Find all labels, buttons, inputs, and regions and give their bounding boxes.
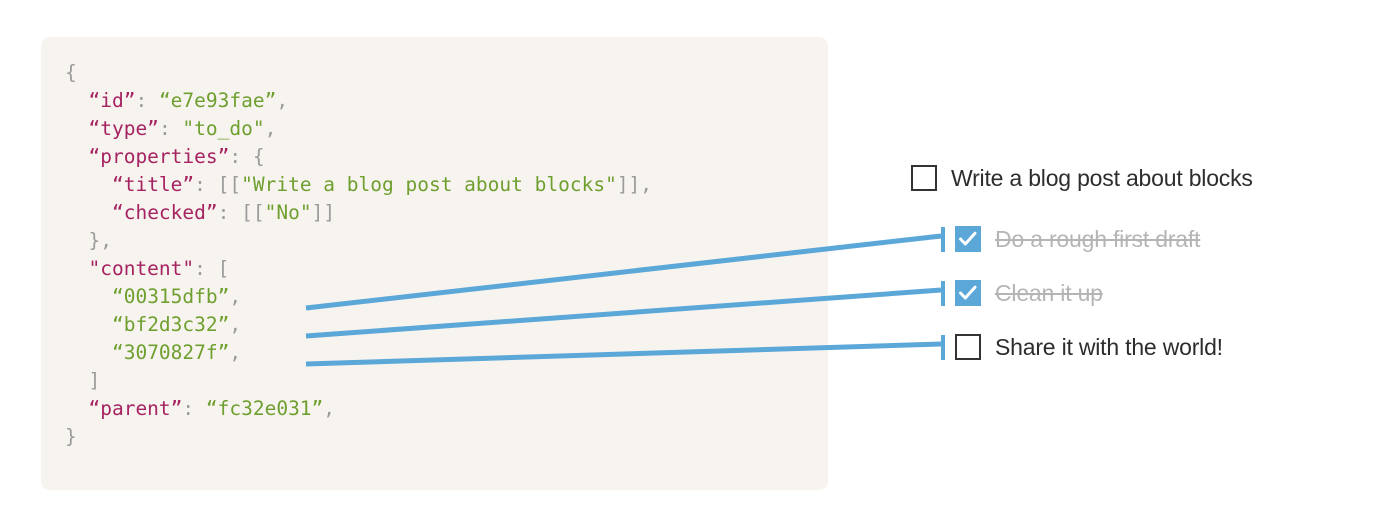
code-token: { — [252, 145, 265, 168]
code-line: }, — [65, 227, 652, 255]
code-line: “bf2d3c32”, — [65, 311, 652, 339]
todo-item-label: Share it with the world! — [995, 333, 1223, 360]
code-line: } — [65, 423, 652, 451]
code-line: “id”: “e7e93fae”, — [65, 87, 652, 115]
code-token: , — [276, 89, 289, 112]
code-token: “fc32e031” — [205, 397, 324, 420]
code-token: [ — [217, 257, 230, 280]
connector-endpoint-tick — [941, 226, 945, 252]
code-token: : — [135, 89, 159, 112]
connector-endpoint-tick — [941, 334, 945, 360]
code-token: "Write a blog post about blocks" — [241, 173, 617, 196]
checkbox-unchecked-icon[interactable] — [911, 165, 937, 191]
code-token: “e7e93fae” — [158, 89, 277, 112]
todo-item[interactable]: Clean it up — [941, 275, 1103, 311]
code-token: [[ — [217, 173, 242, 196]
code-token: : — [182, 397, 206, 420]
code-token: : — [217, 201, 242, 224]
code-token: “id” — [88, 89, 136, 112]
code-token — [65, 173, 112, 196]
code-token: , — [323, 397, 336, 420]
code-token: “bf2d3c32” — [111, 313, 230, 336]
checkmark-icon — [959, 285, 977, 300]
checkbox-checked-icon[interactable] — [955, 226, 981, 252]
code-token: “checked” — [111, 201, 218, 224]
code-line: “3070827f”, — [65, 339, 652, 367]
code-token — [65, 341, 112, 364]
code-token: , — [264, 117, 277, 140]
code-line: “00315dfb”, — [65, 283, 652, 311]
code-line: “checked”: [["No"]] — [65, 199, 652, 227]
code-token: { — [65, 61, 77, 84]
code-token: "No" — [264, 201, 312, 224]
code-token: , — [229, 285, 242, 308]
todo-item-label: Do a rough first draft — [995, 225, 1201, 252]
code-token: "content" — [88, 257, 195, 280]
code-line: “properties”: { — [65, 143, 652, 171]
checkbox-checked-icon[interactable] — [955, 280, 981, 306]
code-token: "to_do" — [182, 117, 265, 140]
code-line: “type”: "to_do", — [65, 115, 652, 143]
code-token: “3070827f” — [111, 341, 230, 364]
code-token — [65, 201, 112, 224]
code-token: : — [194, 173, 218, 196]
code-token: “properties” — [88, 145, 230, 168]
code-token: “00315dfb” — [111, 285, 230, 308]
todo-item-label: Write a blog post about blocks — [951, 164, 1253, 191]
code-line: “parent”: “fc32e031”, — [65, 395, 652, 423]
code-line: “title”: [["Write a blog post about bloc… — [65, 171, 652, 199]
code-token: } — [65, 425, 77, 448]
code-token — [65, 145, 88, 168]
checkmark-icon — [959, 231, 977, 246]
code-token — [65, 89, 88, 112]
code-token — [65, 397, 88, 420]
code-token: ] — [65, 369, 101, 392]
code-token: “parent” — [88, 397, 183, 420]
code-token: }, — [65, 229, 112, 252]
code-token: : — [229, 145, 253, 168]
code-token: “type” — [88, 117, 159, 140]
todo-item[interactable]: Write a blog post about blocks — [911, 160, 1253, 196]
code-token: ]] — [311, 201, 336, 224]
todo-item[interactable]: Do a rough first draft — [941, 221, 1201, 257]
code-token — [65, 257, 88, 280]
json-code-panel: { “id”: “e7e93fae”, “type”: "to_do", “pr… — [41, 37, 828, 490]
code-line: ] — [65, 367, 652, 395]
code-token: : — [194, 257, 218, 280]
code-token: [[ — [241, 201, 265, 224]
todo-item-label: Clean it up — [995, 279, 1103, 306]
code-token: , — [229, 341, 242, 364]
code-token — [65, 313, 112, 336]
code-token — [65, 285, 112, 308]
code-token: , — [229, 313, 242, 336]
todo-item[interactable]: Share it with the world! — [941, 329, 1223, 365]
code-token: : — [158, 117, 183, 140]
code-token: “title” — [111, 173, 195, 196]
json-code-text: { “id”: “e7e93fae”, “type”: "to_do", “pr… — [65, 59, 652, 451]
code-token: ]], — [616, 173, 653, 196]
checkbox-unchecked-icon[interactable] — [955, 334, 981, 360]
connector-endpoint-tick — [941, 280, 945, 306]
code-line: "content": [ — [65, 255, 652, 283]
code-line: { — [65, 59, 652, 87]
code-token — [65, 117, 88, 140]
